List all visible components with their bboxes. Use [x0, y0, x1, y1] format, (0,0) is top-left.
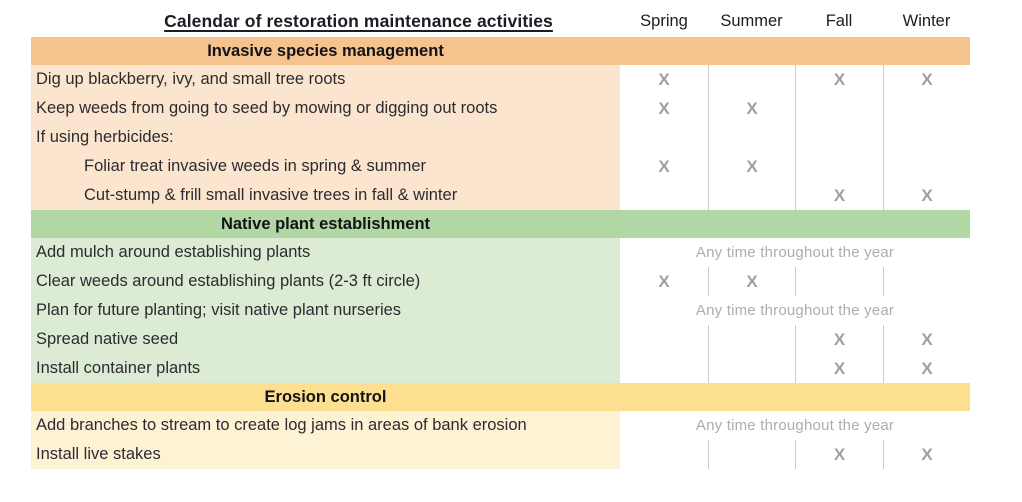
season-cell-summer: [708, 440, 795, 469]
x-mark: X: [658, 70, 670, 89]
x-mark: X: [746, 272, 758, 291]
x-mark: X: [833, 330, 846, 349]
x-mark: X: [921, 186, 933, 205]
section-title: Invasive species management: [207, 41, 444, 60]
season-cell-fall: [795, 267, 883, 296]
x-mark: X: [833, 70, 846, 89]
season-cell-spring: [620, 181, 708, 210]
x-mark: X: [921, 445, 933, 464]
season-cell-spring: X: [620, 65, 708, 94]
x-mark: X: [921, 330, 933, 349]
season-cell-summer: [708, 325, 795, 354]
activity-label: Clear weeds around establishing plants (…: [31, 267, 620, 296]
page-title: Calendar of restoration maintenance acti…: [164, 11, 553, 31]
table-row: Install container plants X X: [31, 354, 970, 383]
x-mark: X: [746, 157, 758, 176]
section-band: Native plant establishment: [31, 210, 970, 238]
activity-label: Cut-stump & frill small invasive trees i…: [31, 181, 620, 210]
x-mark: X: [833, 186, 846, 205]
activity-label: Foliar treat invasive weeds in spring & …: [31, 152, 620, 181]
season-cell-summer: X: [708, 152, 795, 181]
season-cell-winter: X: [883, 65, 970, 94]
season-cell-winter: X: [883, 354, 970, 383]
season-cell-winter: X: [883, 181, 970, 210]
table-row: Plan for future planting; visit native p…: [31, 296, 970, 325]
season-cell-spring: X: [620, 152, 708, 181]
season-cell-summer: [708, 123, 795, 152]
table-row: Foliar treat invasive weeds in spring & …: [31, 152, 970, 181]
section-band: Invasive species management: [31, 37, 970, 65]
x-mark: X: [746, 99, 758, 118]
season-cell-summer: X: [708, 94, 795, 123]
x-mark: X: [833, 445, 846, 464]
x-mark: X: [833, 359, 846, 378]
table-row: Spread native seed X X: [31, 325, 970, 354]
activity-label: Add branches to stream to create log jam…: [31, 411, 620, 440]
x-mark: X: [658, 157, 670, 176]
season-cell-winter: X: [883, 325, 970, 354]
season-cell-spring: X: [620, 267, 708, 296]
season-header-summer: Summer: [720, 12, 783, 30]
season-header-fall: Fall: [825, 12, 853, 30]
section-band: Erosion control: [31, 383, 970, 411]
anytime-span: Any time throughout the year: [695, 302, 895, 319]
calendar-table: Calendar of restoration maintenance acti…: [31, 0, 970, 469]
x-mark: X: [921, 70, 933, 89]
season-cell-fall: X: [795, 325, 883, 354]
season-cell-summer: [708, 354, 795, 383]
activity-label: Plan for future planting; visit native p…: [31, 296, 620, 325]
table-row: Cut-stump & frill small invasive trees i…: [31, 181, 970, 210]
table-row: Add mulch around establishing plants Any …: [31, 238, 970, 267]
activity-label: If using herbicides:: [31, 123, 620, 152]
season-cell-spring: X: [620, 94, 708, 123]
table-row: Install live stakes X X: [31, 440, 970, 469]
season-header-winter: Winter: [902, 12, 951, 30]
season-cell-fall: [795, 152, 883, 181]
season-cell-fall: X: [795, 440, 883, 469]
season-cell-fall: [795, 123, 883, 152]
season-cell-summer: X: [708, 267, 795, 296]
activity-label: Keep weeds from going to seed by mowing …: [31, 94, 620, 123]
season-cell-winter: [883, 152, 970, 181]
section-title: Native plant establishment: [220, 214, 431, 233]
table-row: Dig up blackberry, ivy, and small tree r…: [31, 65, 970, 94]
table-row: Add branches to stream to create log jam…: [31, 411, 970, 440]
activity-label: Install live stakes: [31, 440, 620, 469]
x-mark: X: [921, 359, 933, 378]
season-header-spring: Spring: [640, 12, 688, 30]
season-cell-spring: [620, 325, 708, 354]
season-cell-summer: [708, 65, 795, 94]
anytime-span: Any time throughout the year: [695, 417, 895, 434]
season-cell-spring: [620, 440, 708, 469]
season-cell-spring: [620, 354, 708, 383]
activity-label: Spread native seed: [31, 325, 620, 354]
table-row: Clear weeds around establishing plants (…: [31, 267, 970, 296]
table-row: If using herbicides:: [31, 123, 970, 152]
x-mark: X: [658, 99, 670, 118]
x-mark: X: [658, 272, 670, 291]
season-cell-winter: [883, 267, 970, 296]
season-cell-winter: [883, 94, 970, 123]
anytime-span: Any time throughout the year: [695, 244, 895, 261]
activity-label: Dig up blackberry, ivy, and small tree r…: [31, 65, 620, 94]
table-row: Keep weeds from going to seed by mowing …: [31, 94, 970, 123]
season-cell-fall: X: [795, 65, 883, 94]
season-cell-fall: [795, 94, 883, 123]
season-cell-fall: X: [795, 354, 883, 383]
header-row: Calendar of restoration maintenance acti…: [31, 0, 970, 37]
activity-label: Add mulch around establishing plants: [31, 238, 620, 267]
season-cell-winter: [883, 123, 970, 152]
season-cell-winter: X: [883, 440, 970, 469]
activity-label: Install container plants: [31, 354, 620, 383]
season-cell-spring: [620, 123, 708, 152]
section-title: Erosion control: [264, 387, 387, 406]
season-cell-fall: X: [795, 181, 883, 210]
season-cell-summer: [708, 181, 795, 210]
title-cell: Calendar of restoration maintenance acti…: [31, 0, 620, 37]
